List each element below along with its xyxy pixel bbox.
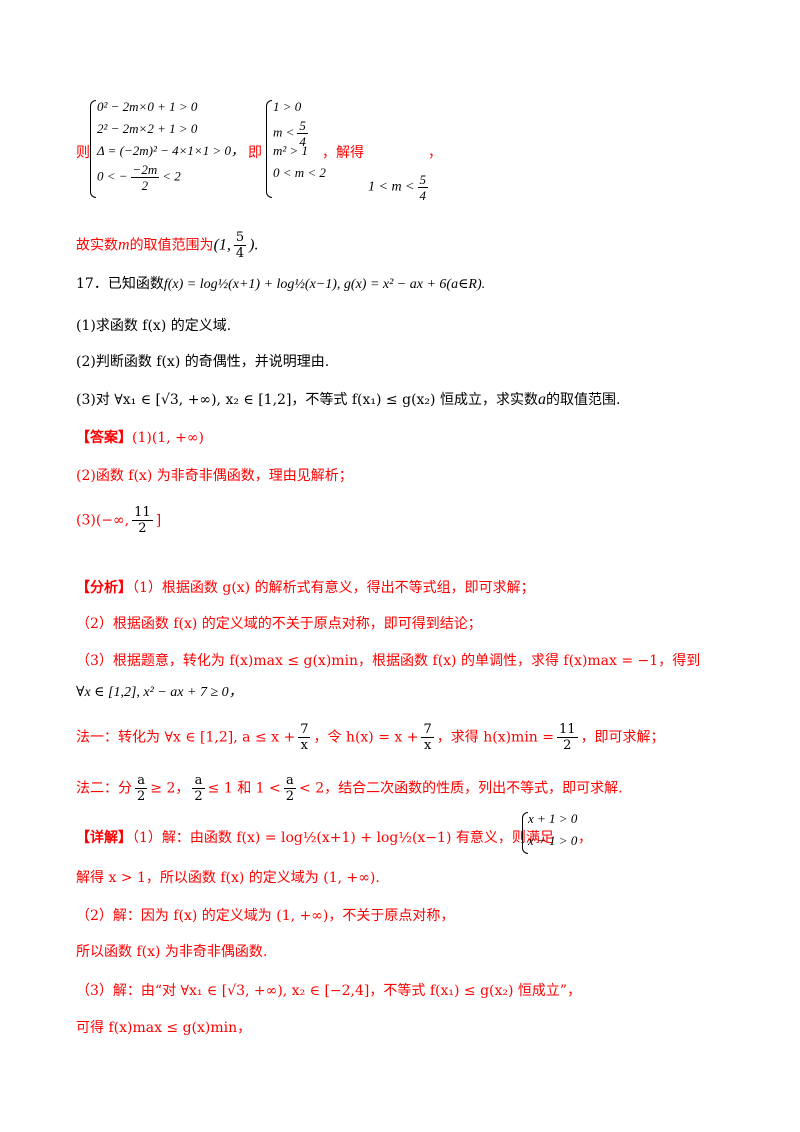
detail-2: 解得 x > 1，所以函数 f(x) 的定义域为 (1, +∞). bbox=[76, 870, 380, 886]
detail-system-row: x + 1 > 0 bbox=[528, 811, 578, 826]
ji-label: 即 bbox=[248, 145, 262, 161]
q17-stem: 17．已知函数f(x) = log½(x+1) + log½(x−1), g(x… bbox=[76, 276, 486, 292]
answer-1: 【答案】(1)(1, +∞) bbox=[76, 430, 204, 446]
system-2-brace bbox=[266, 100, 272, 198]
system-2-row: 1 > 0 bbox=[273, 99, 302, 114]
analysis-3: （3）根据题意，转化为 f(x)max ≤ g(x)min，根据函数 f(x) … bbox=[76, 653, 701, 669]
system-1-row: 0² − 2m×0 + 1 > 0 bbox=[97, 99, 198, 114]
system-2-row: m² > 1 bbox=[273, 143, 309, 158]
detail-system-brace bbox=[522, 812, 528, 854]
detail-system-comma: ， bbox=[578, 830, 592, 846]
q17-part-1: (1)求函数 f(x) 的定义域. bbox=[76, 318, 232, 334]
q17-part-3: (3)对 ∀x₁ ∈ [√3, +∞), x₂ ∈ [1,2]，不等式 f(x₁… bbox=[76, 391, 621, 408]
analysis-1: 【分析】（1）根据函数 g(x) 的解析式有意义，得出不等式组，即可求解； bbox=[76, 580, 535, 596]
result-comma: ， bbox=[428, 145, 442, 161]
detail-6: 可得 f(x)max ≤ g(x)min， bbox=[76, 1020, 252, 1036]
answer-2: (2)函数 f(x) 为非奇非偶函数，理由见解析； bbox=[76, 468, 353, 484]
q17-part-2: (2)判断函数 f(x) 的奇偶性，并说明理由. bbox=[76, 354, 330, 370]
detail-5: （3）解：由“对 ∀x₁ ∈ [√3, +∞), x₂ ∈ [−2,4]，不等式… bbox=[76, 983, 582, 999]
detail-system-row: x − 1 > 0 bbox=[528, 833, 578, 848]
analysis-4: ∀x ∈ [1,2], x² − ax + 7 ≥ 0， bbox=[76, 685, 243, 700]
system-2-row: 0 < m < 2 bbox=[273, 165, 326, 180]
jiede-label: ，解得 bbox=[322, 145, 364, 161]
system-1-row: Δ = (−2m)² − 4×1×1 > 0， bbox=[97, 143, 244, 158]
system-1-brace bbox=[90, 100, 96, 198]
detail-1: 【详解】（1）解：由函数 f(x) = log½(x+1) + log½(x−1… bbox=[76, 830, 554, 846]
analysis-2: （2）根据函数 f(x) 的定义域的不关于原点对称，即可得到结论； bbox=[76, 616, 482, 632]
detail-3: （2）解：因为 f(x) 的定义域为 (1, +∞)，不关于原点对称， bbox=[76, 908, 455, 924]
detail-4: 所以函数 f(x) 为非奇非偶函数. bbox=[76, 944, 268, 960]
detail-system: x + 1 > 0 x − 1 > 0 bbox=[528, 808, 577, 852]
system-1: 0² − 2m×0 + 1 > 0 2² − 2m×2 + 1 > 0 Δ = … bbox=[97, 96, 244, 193]
then-label: 则 bbox=[76, 145, 90, 161]
system-1-row: 2² − 2m×2 + 1 > 0 bbox=[97, 121, 198, 136]
